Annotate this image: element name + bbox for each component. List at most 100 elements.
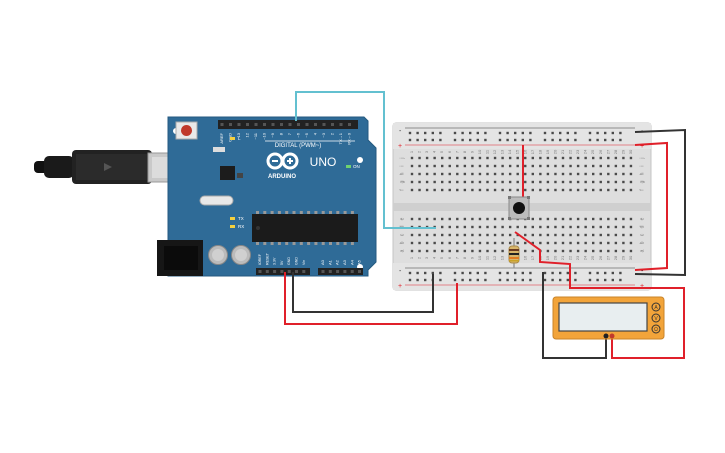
column-number: 19 xyxy=(545,149,550,154)
power-pin-label: Vin xyxy=(302,260,306,265)
header-pin[interactable] xyxy=(246,123,249,126)
power-jack[interactable] xyxy=(157,240,203,276)
header-pin[interactable] xyxy=(336,270,340,273)
column-number: 5 xyxy=(439,150,444,153)
wire-black-gnd[interactable] xyxy=(292,272,434,313)
rail-plus-label: + xyxy=(398,283,402,290)
svg-text:V: V xyxy=(654,316,658,322)
header-pin[interactable] xyxy=(288,123,292,126)
header-pin[interactable] xyxy=(287,270,291,273)
column-number: 13 xyxy=(500,149,505,154)
column-number: 1 xyxy=(409,256,414,259)
row-letter: j xyxy=(400,157,406,159)
power-pin-label: IOREF xyxy=(258,253,262,265)
wire-black-meter[interactable] xyxy=(542,272,607,359)
column-number: 12 xyxy=(492,255,497,260)
header-pin[interactable] xyxy=(263,123,266,126)
header-pin[interactable] xyxy=(314,123,317,126)
column-number: 10 xyxy=(477,255,482,260)
column-number: 23 xyxy=(575,255,580,260)
wire-red-meter[interactable] xyxy=(514,231,685,359)
digital-pin-label: TX→1 xyxy=(338,132,343,144)
column-number: 11 xyxy=(485,255,490,260)
header-pin[interactable] xyxy=(280,270,284,273)
multimeter-display xyxy=(558,302,648,332)
row-letter: a xyxy=(400,249,406,252)
column-number: 26 xyxy=(598,149,603,154)
column-number: 30 xyxy=(628,149,633,154)
power-pin-label: 5V xyxy=(280,260,284,265)
row-letter: i xyxy=(400,165,406,166)
wire-black-rail-bridge[interactable] xyxy=(634,128,686,277)
power-label: POWER xyxy=(286,279,307,285)
rail-plus-label: + xyxy=(640,283,644,290)
header-pin[interactable] xyxy=(350,270,354,273)
header-pin[interactable] xyxy=(343,270,347,273)
column-number: 27 xyxy=(605,149,610,154)
header-pin[interactable] xyxy=(237,123,241,126)
header-pin[interactable] xyxy=(305,123,309,126)
arduino-logo-icon xyxy=(266,152,299,170)
digital-header[interactable] xyxy=(218,120,358,129)
push-button[interactable] xyxy=(508,196,530,220)
row-letter: b xyxy=(400,241,406,244)
header-pin[interactable] xyxy=(254,123,258,126)
header-pin[interactable] xyxy=(322,123,326,126)
column-number: 6 xyxy=(447,256,452,259)
row-letter: i xyxy=(640,165,646,166)
header-pin[interactable] xyxy=(297,123,300,126)
column-number: 4 xyxy=(432,150,437,153)
analog-header[interactable] xyxy=(318,268,363,275)
capacitors xyxy=(208,245,251,265)
chip-pins xyxy=(256,211,354,245)
bottom-power-rail xyxy=(393,263,651,290)
reset-button[interactable] xyxy=(175,121,198,140)
header-pin[interactable] xyxy=(271,123,275,126)
resistor[interactable] xyxy=(508,238,520,268)
column-number: 16 xyxy=(522,149,527,154)
probe-com-terminal[interactable] xyxy=(603,333,609,339)
header-pin[interactable] xyxy=(280,123,283,126)
row-letter: b xyxy=(640,241,646,244)
mode-button-a[interactable]: A xyxy=(651,302,661,312)
mode-button-v[interactable]: V xyxy=(651,313,661,323)
header-pin[interactable] xyxy=(273,270,277,273)
digital-pin-label: AREF xyxy=(219,132,224,143)
header-pin[interactable] xyxy=(302,270,306,273)
wire-cyan-signal[interactable] xyxy=(295,91,436,229)
multimeter[interactable]: A V Ω xyxy=(552,296,665,340)
column-number: 21 xyxy=(560,149,565,154)
column-number: 3 xyxy=(424,256,429,259)
row-letter: j xyxy=(640,157,646,159)
column-number: 22 xyxy=(568,255,573,260)
header-pin[interactable] xyxy=(331,123,334,126)
mode-button-ohm[interactable]: Ω xyxy=(651,324,661,334)
wire-red-rail-bridge[interactable] xyxy=(634,141,668,271)
wire-red-5v[interactable] xyxy=(284,272,458,325)
status-leds: L TX RX xyxy=(230,136,244,229)
row-letter: c xyxy=(640,233,646,236)
header-pin[interactable] xyxy=(358,270,361,273)
column-number: 24 xyxy=(583,255,588,260)
column-number: 6 xyxy=(447,150,452,153)
digital-pin-label: 2 xyxy=(330,132,335,135)
column-number: 20 xyxy=(552,255,557,260)
analog-pin-label: A0 xyxy=(320,259,325,265)
header-pin[interactable] xyxy=(265,270,269,273)
header-pin[interactable] xyxy=(258,270,262,273)
header-pin[interactable] xyxy=(348,123,351,126)
header-pin[interactable] xyxy=(220,123,224,126)
header-pin[interactable] xyxy=(339,123,343,126)
rail-plus-label: + xyxy=(640,143,644,150)
probe-v-terminal[interactable] xyxy=(609,333,615,339)
model-text: UNO xyxy=(310,155,337,169)
header-pin[interactable] xyxy=(229,123,232,126)
header-pin[interactable] xyxy=(328,270,332,273)
column-number: 24 xyxy=(583,149,588,154)
header-pin[interactable] xyxy=(295,270,298,273)
analog-pin-label: A5 xyxy=(357,259,362,265)
header-pin[interactable] xyxy=(321,270,325,273)
